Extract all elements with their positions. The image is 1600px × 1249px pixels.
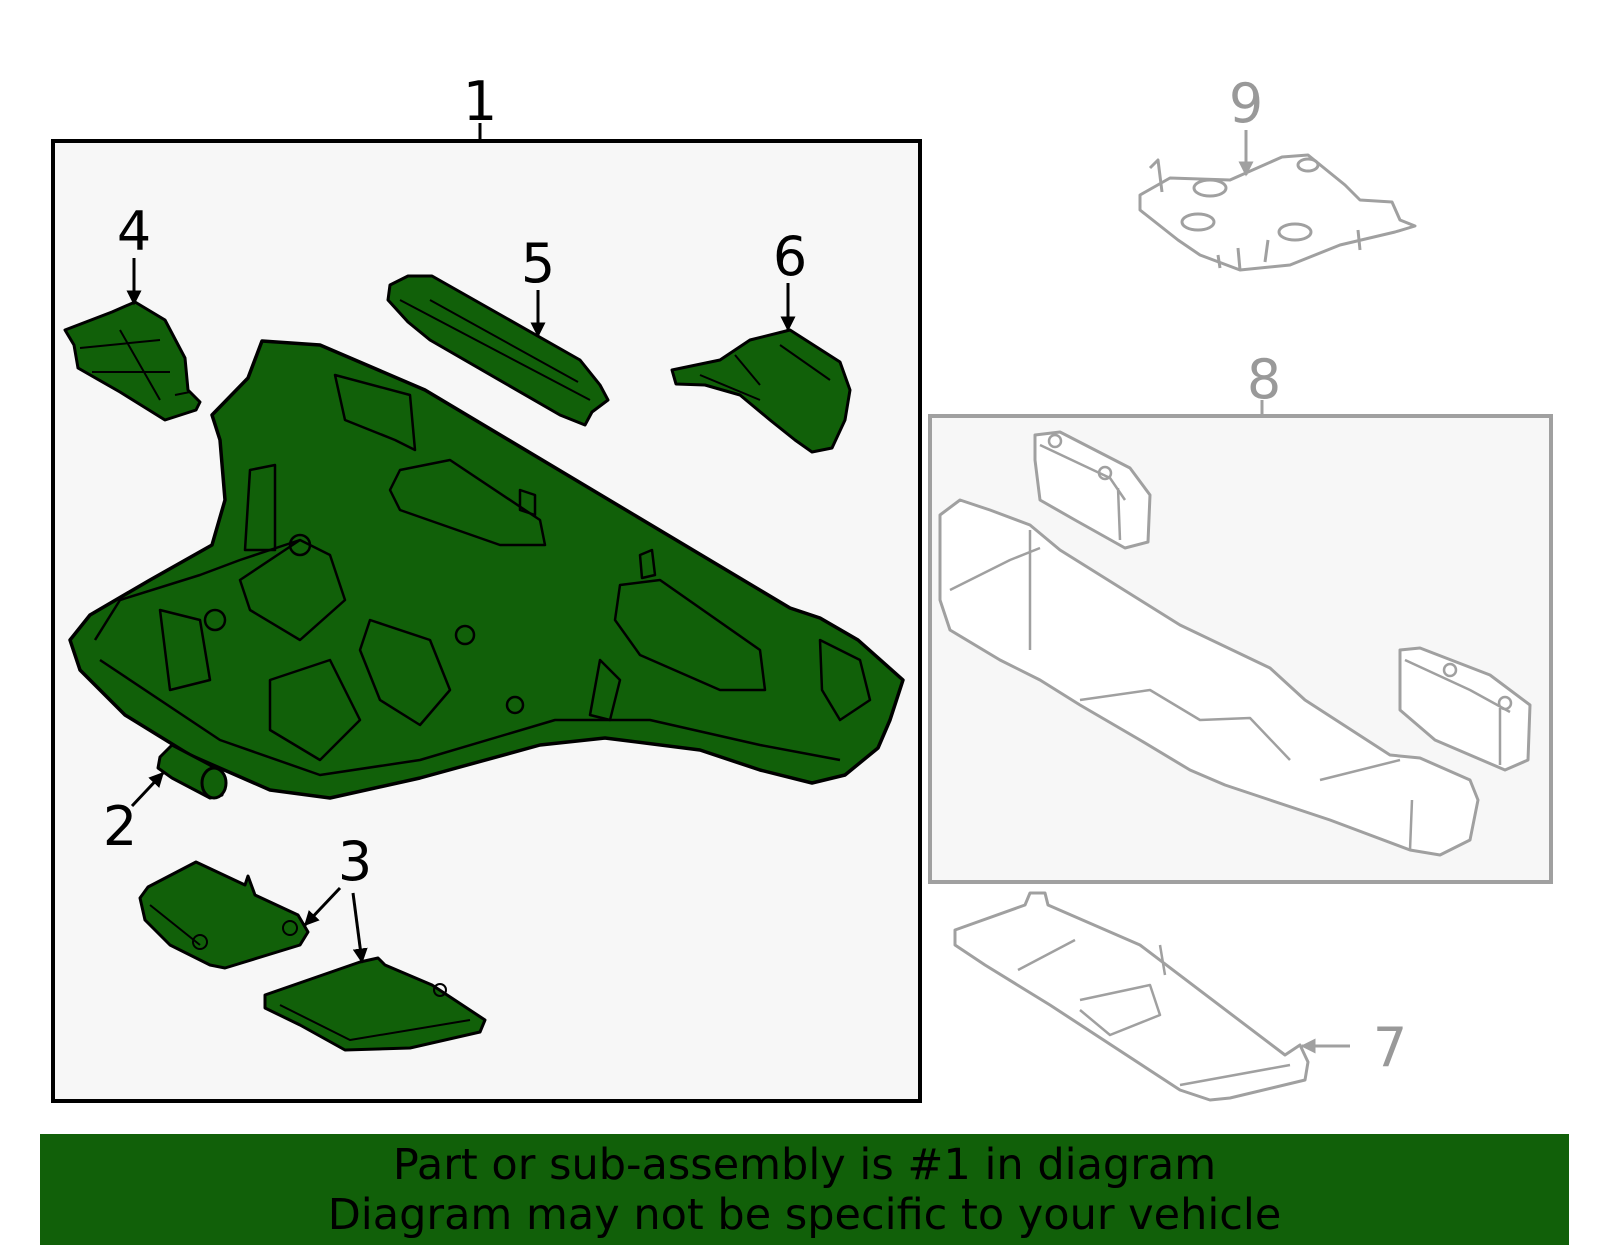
callout-2-arrow	[130, 771, 165, 808]
part-6-bracket	[670, 328, 852, 454]
part-1-console	[68, 339, 905, 800]
part-3-lens-b	[263, 956, 487, 1052]
callout-8: 8	[1247, 348, 1281, 411]
callout-6: 6	[773, 225, 807, 288]
callout-3-arrow-a	[303, 886, 342, 927]
info-banner-background	[40, 1134, 1569, 1245]
callout-4: 4	[117, 200, 151, 263]
callout-3-arrow-b	[351, 892, 368, 964]
callout-2: 2	[103, 795, 137, 858]
part-9-reference-bracket	[1138, 153, 1417, 272]
info-banner: Part or sub-assembly is #1 in diagram Di…	[40, 1134, 1569, 1245]
part-2-bulb	[156, 743, 228, 800]
part-7-reference-tray	[953, 891, 1310, 1102]
part-8-reference-duct	[938, 430, 1532, 857]
callout-9: 9	[1229, 72, 1263, 135]
part-5-lens	[386, 274, 610, 427]
part-3-lens-a	[138, 860, 310, 970]
banner-line-1: Part or sub-assembly is #1 in diagram	[392, 1139, 1217, 1190]
callout-3: 3	[338, 830, 372, 893]
callout-5: 5	[521, 232, 555, 295]
callout-1: 1	[463, 70, 497, 133]
callout-7: 7	[1373, 1016, 1407, 1079]
banner-line-2: Diagram may not be specific to your vehi…	[327, 1189, 1282, 1240]
